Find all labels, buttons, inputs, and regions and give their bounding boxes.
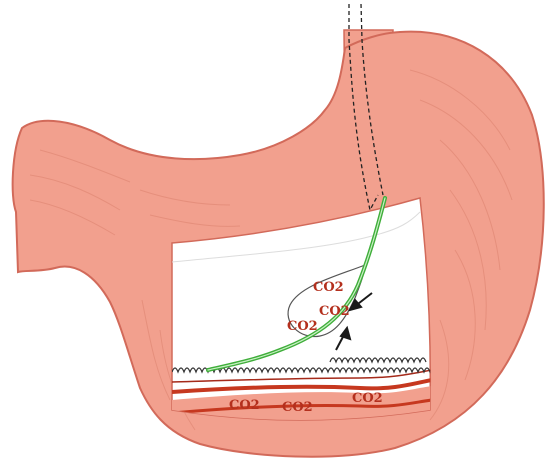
co2-label-balloon-top: CO2 bbox=[313, 280, 344, 295]
co2-label-mucosa-right: CO2 bbox=[352, 391, 383, 406]
co2-label-balloon-bottom: CO2 bbox=[287, 319, 318, 334]
co2-label-mucosa-middle: CO2 bbox=[282, 400, 313, 415]
co2-label-balloon-middle: CO2 bbox=[319, 304, 350, 319]
co2-label-mucosa-left: CO2 bbox=[229, 398, 260, 413]
